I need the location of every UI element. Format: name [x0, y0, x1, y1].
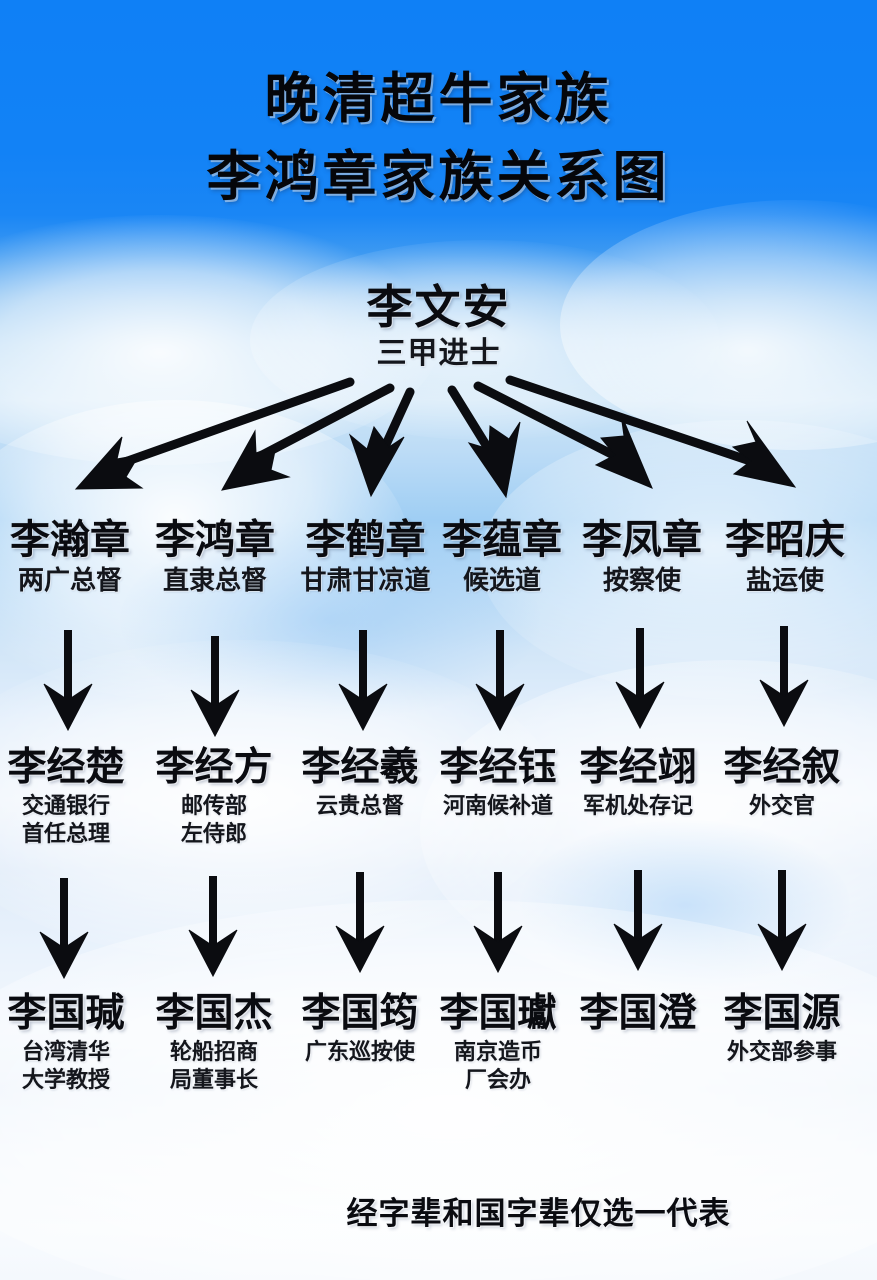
arrow-root-to-col2: [221, 383, 395, 491]
node-gen2-4-title: 候选道: [462, 566, 541, 596]
node-root: 李文安 三甲进士: [0, 282, 877, 374]
node-gen4-1-name: 李国瑊: [7, 991, 125, 1036]
arrow-col2-gen2-gen3: [190, 636, 240, 738]
node-gen3-2-title: 邮传部左侍郎: [180, 794, 247, 847]
arrow-root-to-col6: [505, 375, 797, 488]
node-gen2-4: 李蕴章 候选道: [432, 518, 572, 597]
node-gen3-2: 李经方 邮传部左侍郎: [148, 746, 280, 849]
node-gen2-1-title: 两广总督: [17, 566, 122, 596]
arrow-col4-gen3-gen4: [473, 872, 523, 974]
arrow-root-to-col3: [348, 387, 415, 498]
cloud-decoration: [520, 820, 850, 990]
arrow-col6-gen2-gen3: [759, 626, 809, 728]
node-gen3-5: 李经翊 军机处存记: [572, 746, 704, 821]
node-gen2-1: 李瀚章 两广总督: [0, 518, 140, 597]
poster-title-line1: 晚清超牛家族: [264, 67, 613, 130]
node-gen4-5-name: 李国澄: [579, 991, 697, 1036]
node-gen4-1-title: 台湾清华大学教授: [21, 1040, 110, 1093]
node-gen2-6: 李昭庆 盐运使: [715, 518, 855, 597]
node-gen4-4-title: 南京造币厂会办: [453, 1040, 542, 1093]
node-gen4-2-title: 轮船招商局董事长: [169, 1040, 258, 1093]
arrow-col4-gen2-gen3: [475, 630, 525, 732]
node-root-name: 李文安: [366, 280, 511, 334]
node-gen3-6-name: 李经叙: [723, 745, 841, 790]
node-gen4-4-name: 李国瓛: [439, 991, 557, 1036]
node-gen4-6-title: 外交部参事: [726, 1040, 837, 1065]
node-root-title: 三甲进士: [376, 336, 501, 371]
footer-note: 经字辈和国字辈仅选一代表: [0, 1188, 877, 1233]
node-gen3-3: 李经羲 云贵总督: [294, 746, 426, 821]
footer-note-text: 经字辈和国字辈仅选一代表: [346, 1196, 731, 1232]
node-gen4-3-title: 广东巡按使: [304, 1040, 415, 1065]
arrow-col3-gen2-gen3: [338, 630, 388, 732]
node-gen2-4-name: 李蕴章: [442, 517, 562, 563]
node-gen4-1: 李国瑊 台湾清华大学教授: [0, 992, 132, 1095]
node-gen3-4-title: 河南候补道: [442, 794, 553, 819]
arrow-col5-gen3-gen4: [613, 870, 663, 972]
node-gen2-2-title: 直隶总督: [162, 566, 267, 596]
node-gen4-2-name: 李国杰: [155, 991, 273, 1036]
arrow-root-to-col5: [473, 381, 653, 489]
node-gen4-4: 李国瓛 南京造币厂会办: [432, 992, 564, 1095]
node-gen3-3-name: 李经羲: [301, 745, 419, 790]
node-gen2-3-name: 李鹤章: [305, 517, 426, 563]
node-gen2-3-title: 甘肃甘凉道: [300, 566, 431, 596]
arrow-col3-gen3-gen4: [335, 872, 385, 974]
arrow-root-to-col1: [74, 377, 355, 490]
arrow-col1-gen2-gen3: [43, 630, 93, 732]
node-gen3-5-name: 李经翊: [579, 745, 697, 790]
poster-title-line2: 李鸿章家族关系图: [206, 145, 671, 208]
node-gen4-6: 李国源 外交部参事: [716, 992, 848, 1067]
node-gen3-6-title: 外交官: [748, 794, 815, 819]
node-gen3-1-name: 李经楚: [7, 745, 125, 790]
node-gen2-2-name: 李鸿章: [155, 517, 275, 563]
node-gen2-1-name: 李瀚章: [10, 517, 130, 563]
node-gen4-3: 李国筠 广东巡按使: [294, 992, 426, 1067]
arrow-root-to-col4: [447, 385, 521, 499]
node-gen3-6: 李经叙 外交官: [716, 746, 848, 821]
node-gen3-3-title: 云贵总督: [315, 794, 404, 819]
node-gen4-6-name: 李国源: [723, 991, 841, 1036]
node-gen4-5: 李国澄: [572, 992, 704, 1039]
cloud-decoration: [420, 660, 877, 1000]
node-gen3-5-title: 军机处存记: [582, 794, 693, 819]
node-gen2-5-title: 按察使: [602, 566, 681, 596]
node-gen2-2: 李鸿章 直隶总督: [145, 518, 285, 597]
arrow-col1-gen3-gen4: [39, 878, 89, 980]
arrow-col6-gen3-gen4: [757, 870, 807, 972]
node-gen2-5-name: 李凤章: [582, 517, 702, 563]
node-gen3-1-title: 交通银行首任总理: [21, 794, 110, 847]
node-gen2-6-title: 盐运使: [745, 566, 824, 596]
node-gen2-3: 李鹤章 甘肃甘凉道: [288, 518, 443, 597]
arrow-col5-gen2-gen3: [615, 628, 665, 730]
node-gen4-3-name: 李国筠: [301, 991, 419, 1036]
node-gen3-2-name: 李经方: [155, 745, 273, 790]
node-gen3-4: 李经钰 河南候补道: [432, 746, 564, 821]
node-gen3-4-name: 李经钰: [439, 745, 557, 790]
node-gen2-6-name: 李昭庆: [725, 517, 845, 563]
node-gen4-2: 李国杰 轮船招商局董事长: [148, 992, 280, 1095]
arrow-col2-gen3-gen4: [188, 876, 238, 978]
node-gen3-1: 李经楚 交通银行首任总理: [0, 746, 132, 849]
node-gen2-5: 李凤章 按察使: [572, 518, 712, 597]
